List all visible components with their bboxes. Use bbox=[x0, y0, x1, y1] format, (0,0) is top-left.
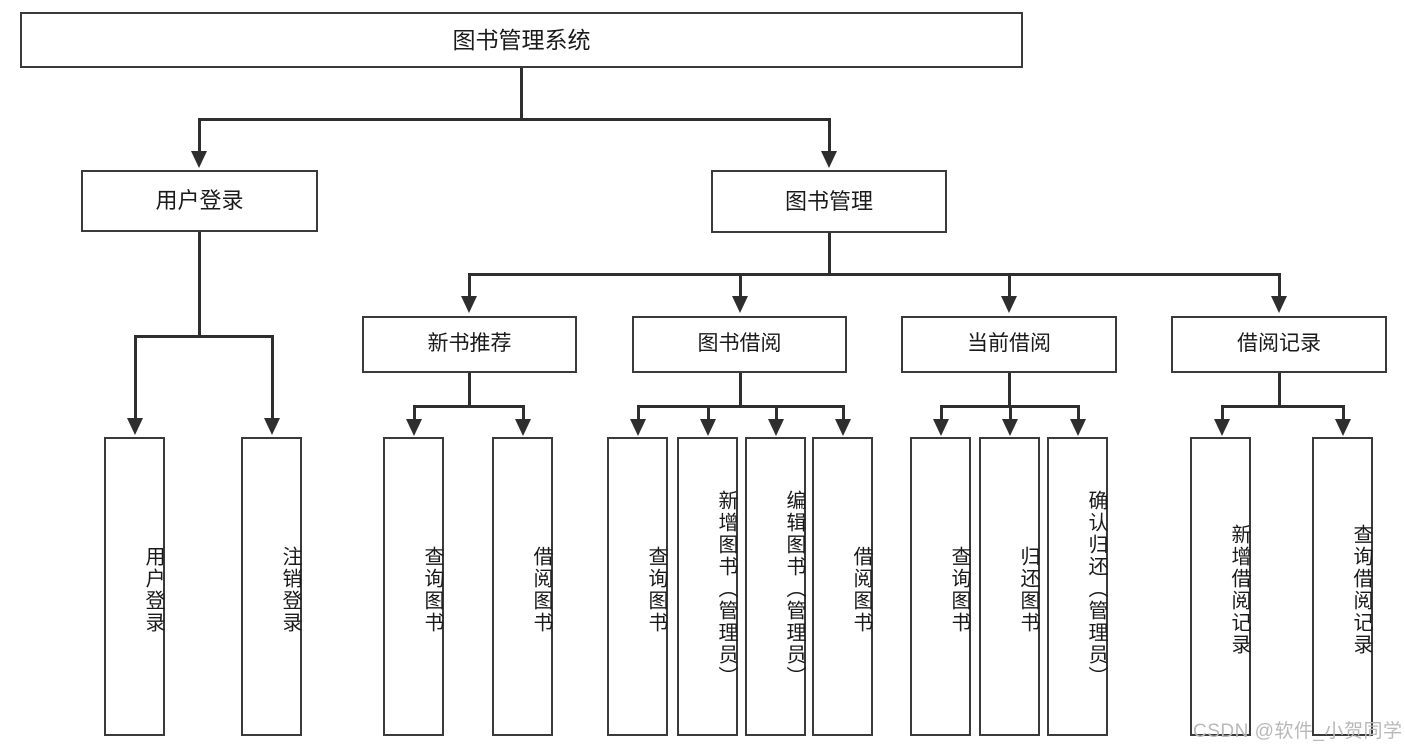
node-label: 查询图书 bbox=[421, 545, 443, 634]
connector-recommend-to-leaf2 bbox=[522, 405, 525, 423]
node-label: 当前借阅 bbox=[967, 332, 1051, 356]
arrow-root-to-bookmgmt bbox=[821, 151, 837, 168]
node-label: 图书借阅 bbox=[697, 332, 782, 356]
node-label: 查询图书 bbox=[948, 545, 970, 634]
arrow-record-to-leaf1 bbox=[1214, 419, 1230, 436]
arrow-login-to-leaf1 bbox=[127, 418, 143, 435]
leaf-current-confirm-return[interactable]: 确认归还（管理员） bbox=[1047, 437, 1108, 736]
node-book-management[interactable]: 图书管理 bbox=[711, 170, 947, 233]
connector-login-bar bbox=[134, 335, 273, 338]
connector-borrow-to-leaf2 bbox=[707, 405, 710, 423]
arrow-recommend-to-leaf2 bbox=[515, 419, 531, 436]
connector-borrow-stem bbox=[739, 373, 742, 405]
arrow-current-to-leaf3 bbox=[1070, 419, 1086, 436]
arrow-bookmgmt-to-l3-4 bbox=[1271, 296, 1287, 313]
node-label: 借阅图书 bbox=[530, 545, 552, 634]
connector-current-stem bbox=[1008, 373, 1011, 405]
leaf-borrow-edit-book[interactable]: 编辑图书（管理员） bbox=[745, 437, 806, 736]
leaf-borrow-borrow-book[interactable]: 借阅图书 bbox=[812, 437, 873, 736]
leaf-recommend-query-book[interactable]: 查询图书 bbox=[383, 437, 444, 736]
connector-record-stem bbox=[1278, 373, 1281, 405]
connector-current-to-leaf3 bbox=[1077, 405, 1080, 423]
arrow-borrow-to-leaf4 bbox=[835, 419, 851, 436]
connector-borrow-to-leaf3 bbox=[775, 405, 778, 423]
leaf-record-add-record[interactable]: 新增借阅记录 bbox=[1190, 437, 1251, 736]
arrow-borrow-to-leaf2 bbox=[700, 419, 716, 436]
leaf-borrow-query-book[interactable]: 查询图书 bbox=[607, 437, 668, 736]
connector-root-to-login bbox=[198, 118, 201, 153]
connector-root-bar bbox=[198, 118, 831, 121]
csdn-watermark: CSDN @软件_小贺同学 bbox=[1193, 721, 1403, 742]
node-label: 新增借阅记录 bbox=[1228, 523, 1250, 656]
leaf-user-login[interactable]: 用户登录 bbox=[104, 437, 165, 736]
arrow-bookmgmt-to-l3-2 bbox=[732, 296, 748, 313]
arrow-bookmgmt-to-l3-1 bbox=[461, 296, 477, 313]
arrow-record-to-leaf2 bbox=[1335, 419, 1351, 436]
connector-bookmgmt-to-l3-1 bbox=[468, 273, 471, 303]
connector-bookmgmt-to-l3-3 bbox=[1008, 273, 1011, 303]
node-borrow-record[interactable]: 借阅记录 bbox=[1171, 316, 1387, 373]
connector-borrow-bar bbox=[637, 405, 844, 408]
leaf-recommend-borrow-book[interactable]: 借阅图书 bbox=[492, 437, 553, 736]
connector-bookmgmt-to-l3-4 bbox=[1278, 273, 1281, 303]
node-label: 新增图书（管理员） bbox=[715, 489, 737, 688]
node-book-borrow[interactable]: 图书借阅 bbox=[632, 316, 847, 373]
node-user-login[interactable]: 用户登录 bbox=[81, 170, 318, 232]
arrow-root-to-login bbox=[191, 151, 207, 168]
node-label: 归还图书 bbox=[1017, 545, 1039, 634]
leaf-current-query-book[interactable]: 查询图书 bbox=[910, 437, 971, 736]
leaf-borrow-add-book[interactable]: 新增图书（管理员） bbox=[677, 437, 738, 736]
connector-bookmgmt-to-l3-2 bbox=[739, 273, 742, 303]
arrow-current-to-leaf2 bbox=[1002, 419, 1018, 436]
arrow-bookmgmt-to-l3-3 bbox=[1001, 296, 1017, 313]
node-label: 确认归还（管理员） bbox=[1085, 489, 1107, 688]
node-label: 借阅记录 bbox=[1237, 332, 1321, 356]
node-label: 编辑图书（管理员） bbox=[783, 489, 805, 688]
connector-root-to-bookmgmt bbox=[828, 118, 831, 153]
connector-recommend-bar bbox=[413, 405, 524, 408]
connector-bookmgmt-bar bbox=[468, 273, 1280, 276]
node-label: 图书管理系统 bbox=[452, 26, 591, 53]
node-label: 图书管理 bbox=[784, 188, 873, 214]
node-label: 用户登录 bbox=[142, 545, 164, 634]
connector-bookmgmt-stem bbox=[828, 233, 831, 275]
connector-record-to-leaf2 bbox=[1342, 405, 1345, 423]
arrow-borrow-to-leaf3 bbox=[768, 419, 784, 436]
arrow-login-to-leaf2 bbox=[264, 418, 280, 435]
arrow-recommend-to-leaf1 bbox=[406, 419, 422, 436]
node-label: 新书推荐 bbox=[427, 332, 512, 356]
connector-current-to-leaf2 bbox=[1009, 405, 1012, 423]
node-new-book-recommend[interactable]: 新书推荐 bbox=[362, 316, 577, 373]
node-label: 查询借阅记录 bbox=[1350, 523, 1372, 656]
connector-login-to-leaf2 bbox=[271, 335, 274, 420]
leaf-current-return-book[interactable]: 归还图书 bbox=[979, 437, 1040, 736]
connector-login-stem bbox=[198, 232, 201, 335]
connector-login-to-leaf1 bbox=[134, 335, 137, 420]
connector-borrow-to-leaf1 bbox=[637, 405, 640, 423]
connector-root-stem bbox=[520, 68, 523, 118]
node-label: 借阅图书 bbox=[850, 545, 872, 634]
leaf-record-query-record[interactable]: 查询借阅记录 bbox=[1312, 437, 1373, 736]
connector-record-to-leaf1 bbox=[1221, 405, 1224, 423]
node-label: 用户登录 bbox=[155, 188, 244, 214]
arrow-borrow-to-leaf1 bbox=[630, 419, 646, 436]
connector-recommend-to-leaf1 bbox=[413, 405, 416, 423]
arrow-current-to-leaf1 bbox=[933, 419, 949, 436]
node-root-system[interactable]: 图书管理系统 bbox=[20, 12, 1023, 68]
node-label: 查询图书 bbox=[645, 545, 667, 634]
connector-record-bar bbox=[1221, 405, 1344, 408]
node-label: 注销登录 bbox=[279, 545, 301, 634]
connector-current-to-leaf1 bbox=[940, 405, 943, 423]
node-current-borrow[interactable]: 当前借阅 bbox=[901, 316, 1117, 373]
connector-recommend-stem bbox=[468, 373, 471, 405]
leaf-logout[interactable]: 注销登录 bbox=[241, 437, 302, 736]
connector-borrow-to-leaf4 bbox=[842, 405, 845, 423]
